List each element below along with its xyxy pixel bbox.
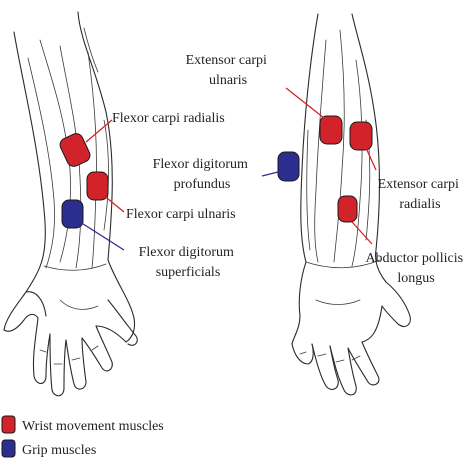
legend-wrist-label: Wrist movement muscles (22, 419, 164, 434)
label-abductor-pollicis-longus: Abductor pollicis longus (365, 251, 466, 286)
label-flexor-digitorum-profundus: Flexor digitorum profundus (153, 157, 252, 192)
legend-wrist-swatch (1, 415, 16, 434)
pad-flexor-carpi-radialis (59, 133, 91, 167)
pad-flexor-carpi-ulnaris (86, 171, 109, 201)
leader-flexor-digitorum-profundus (261, 171, 279, 177)
pad-flexor-digitorum-profundus (277, 151, 300, 182)
leader-flexor-carpi-radialis (85, 119, 113, 143)
legend: Wrist movement muscles Grip muscles (1, 415, 164, 458)
label-extensor-carpi-radialis: Extensor carpi radialis (378, 177, 463, 212)
pad-abductor-pollicis-longus (337, 195, 358, 223)
leader-abductor-pollicis-longus (351, 221, 373, 245)
pad-flexor-digitorum-superficials (61, 199, 84, 229)
right-forearm-outline-icon (291, 13, 411, 396)
leader-extensor-carpi-ulnaris (285, 87, 325, 119)
label-flexor-carpi-radialis: Flexor carpi radialis (112, 111, 225, 126)
leader-flexor-carpi-ulnaris (101, 193, 125, 213)
leader-extensor-carpi-radialis (365, 147, 377, 171)
pad-extensor-carpi-radialis (349, 121, 373, 151)
legend-grip-swatch (1, 439, 16, 458)
leader-flexor-digitorum-superficials (79, 221, 125, 251)
legend-grip-label: Grip muscles (22, 443, 96, 458)
pad-extensor-carpi-ulnaris (319, 115, 343, 145)
label-flexor-digitorum-superficials: Flexor digitorum superficials (139, 245, 238, 280)
label-flexor-carpi-ulnaris: Flexor carpi ulnaris (126, 207, 236, 222)
label-extensor-carpi-ulnaris: Extensor carpi ulnaris (186, 53, 271, 88)
